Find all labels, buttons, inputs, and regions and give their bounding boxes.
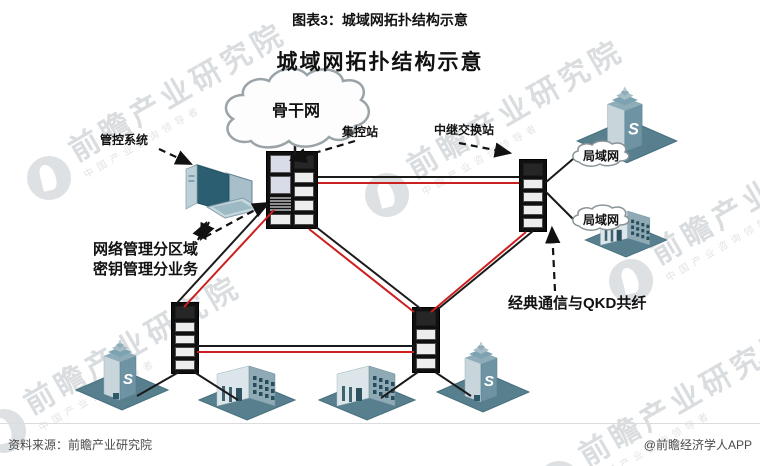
footer-divider xyxy=(0,423,760,424)
central-station-label: 集控站 xyxy=(342,125,379,139)
watermark-text: 前瞻产业研究院 xyxy=(63,16,293,169)
arrow-control-system xyxy=(158,148,193,165)
rack-panel xyxy=(270,155,291,225)
rack-panel xyxy=(293,155,314,225)
arrow-management-to-computer xyxy=(192,221,207,241)
watermark-logo-icon xyxy=(19,147,80,209)
qkd-note: 经典通信与QKD共纤 xyxy=(508,295,647,312)
watermark: 前瞻产业研究院 中国产业咨询领导者 xyxy=(0,270,256,463)
management-note-line1: 网络管理分区域 xyxy=(93,241,199,258)
arrow-computer-to-management xyxy=(200,221,215,241)
relay-station-label: 中继交换站 xyxy=(434,123,495,137)
management-note-line2: 密钥管理分业务 xyxy=(93,260,199,278)
server-rack-central-station xyxy=(266,151,318,229)
lan-label-bottom: 局域网 xyxy=(582,213,619,227)
server-rack-left-node xyxy=(171,302,199,374)
backbone-label: 骨干网 xyxy=(271,103,320,120)
page-title: 图表3：城域网拓扑结构示意 xyxy=(292,12,468,28)
control-system-label: 管控系统 xyxy=(100,133,149,147)
arrow-management-to-rack xyxy=(204,201,270,238)
computer-icon xyxy=(185,164,263,219)
server-rack-bottom-node xyxy=(412,307,440,373)
network-links xyxy=(136,158,574,401)
lan-label-top: 局域网 xyxy=(582,149,619,163)
arrow-qkd-note xyxy=(545,225,561,292)
arrow-relay-station xyxy=(458,141,513,158)
watermark-logo-icon xyxy=(357,164,418,226)
server-rack-relay-station xyxy=(519,159,547,232)
diagram-title: 城域网拓扑结构示意 xyxy=(276,51,484,74)
watermark-logo-icon xyxy=(529,452,590,466)
management-note: 网络管理分区域 密钥管理分业务 xyxy=(93,240,198,279)
credit-label: @前瞻经济学人APP xyxy=(643,438,752,452)
source-label: 资料来源：前瞻产业研究院 xyxy=(8,438,153,452)
